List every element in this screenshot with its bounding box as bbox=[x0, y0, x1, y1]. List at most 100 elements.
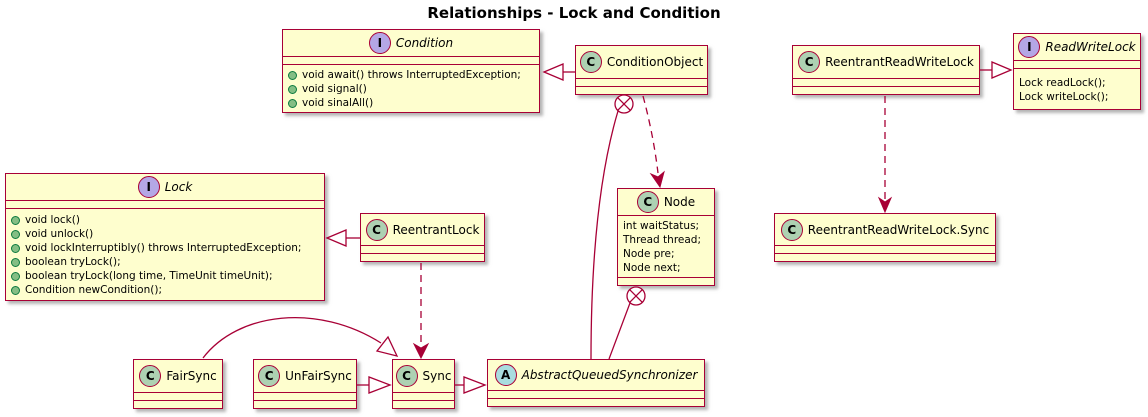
method-row: boolean tryLock(); bbox=[11, 255, 319, 269]
method-row: void await() throws InterruptedException… bbox=[288, 68, 534, 82]
class-icon: C bbox=[258, 365, 281, 387]
diagram-title: Relationships - Lock and Condition bbox=[427, 4, 721, 22]
edge-reentrantreadwritelock-depends-rrwlsync bbox=[877, 96, 893, 214]
public-visibility-icon bbox=[11, 229, 20, 239]
edge-reentrantreadwritelock-realizes-readwritelock bbox=[980, 61, 1013, 79]
interface-icon: I bbox=[1018, 36, 1041, 58]
methods-compartment-empty bbox=[618, 277, 714, 285]
class-header: C ConditionObject bbox=[576, 46, 707, 78]
class-header: I Lock bbox=[6, 174, 324, 200]
class-name: ReentrantLock bbox=[392, 222, 480, 237]
field-row: Thread thread; bbox=[623, 234, 702, 246]
class-name: UnFairSync bbox=[285, 369, 352, 383]
class-box-conditionobject: C ConditionObject bbox=[575, 45, 708, 95]
methods-compartment: void await() throws InterruptedException… bbox=[283, 64, 539, 112]
public-visibility-icon bbox=[288, 70, 297, 80]
class-name: ConditionObject bbox=[606, 55, 704, 69]
public-visibility-icon bbox=[288, 84, 297, 94]
edge-unfairsync-extends-sync bbox=[357, 376, 392, 394]
class-name: AbstractQueuedSynchronizer bbox=[521, 368, 698, 382]
edge-sync-extends-aqs bbox=[455, 376, 487, 394]
class-icon: C bbox=[780, 218, 803, 241]
class-icon: C bbox=[139, 365, 162, 387]
public-visibility-icon bbox=[11, 257, 20, 267]
methods-compartment: void lock() void unlock() void lockInter… bbox=[6, 208, 324, 300]
methods-compartment-empty bbox=[393, 400, 454, 408]
fields-compartment-empty bbox=[283, 56, 539, 64]
class-header: C ReentrantReadWriteLock bbox=[793, 46, 979, 78]
field-row: Node pre; bbox=[623, 248, 675, 260]
method-row: boolean tryLock(long time, TimeUnit time… bbox=[11, 269, 319, 283]
edge-conditionobject-depends-node bbox=[642, 95, 665, 189]
class-header: C ReentrantReadWriteLock.Sync bbox=[775, 214, 995, 245]
class-name: ReentrantReadWriteLock bbox=[825, 55, 974, 69]
edge-node-inner-of-aqs bbox=[608, 286, 646, 360]
edge-reentrantlock-depends-sync bbox=[412, 263, 430, 360]
class-name: ReentrantReadWriteLock.Sync bbox=[807, 222, 990, 237]
method-row: Lock writeLock(); bbox=[1019, 90, 1109, 103]
class-header: I ReadWriteLock bbox=[1014, 34, 1140, 60]
class-name: Lock bbox=[164, 180, 193, 194]
fields-compartment-empty bbox=[775, 245, 995, 253]
class-header: I Condition bbox=[283, 30, 539, 56]
fields-compartment-empty bbox=[361, 245, 484, 253]
class-box-unfairsync: C UnFairSync bbox=[253, 359, 357, 409]
class-name: Sync bbox=[422, 369, 452, 383]
method-row: void signal() bbox=[288, 82, 534, 96]
methods-compartment-empty bbox=[793, 86, 979, 94]
edge-fairsync-extends-sync bbox=[202, 317, 399, 359]
class-header: A AbstractQueuedSynchronizer bbox=[488, 360, 704, 390]
fields-compartment: int waitStatus; Thread thread; Node pre;… bbox=[618, 215, 714, 277]
class-header: C FairSync bbox=[134, 360, 222, 392]
methods-compartment-empty bbox=[254, 400, 356, 408]
class-box-abstractqueuedsynchronizer: A AbstractQueuedSynchronizer bbox=[487, 359, 705, 407]
method-row: void lock() bbox=[11, 213, 319, 227]
fields-compartment-empty bbox=[393, 392, 454, 400]
method-row: Lock readLock(); bbox=[1019, 76, 1106, 89]
fields-compartment-empty bbox=[576, 78, 707, 86]
class-icon: C bbox=[798, 51, 821, 73]
class-header: C Node bbox=[618, 189, 714, 215]
class-box-lock: I Lock void lock() void unlock() void lo… bbox=[5, 173, 325, 301]
class-name: Node bbox=[663, 195, 696, 209]
abstract-class-icon: A bbox=[494, 364, 517, 386]
class-header: C UnFairSync bbox=[254, 360, 356, 392]
class-icon: C bbox=[579, 51, 602, 73]
class-name: ReadWriteLock bbox=[1045, 40, 1136, 54]
fields-compartment-empty bbox=[134, 392, 222, 400]
class-icon: C bbox=[365, 218, 388, 241]
fields-compartment-empty bbox=[6, 200, 324, 208]
class-header: C Sync bbox=[393, 360, 454, 392]
methods-compartment-empty bbox=[775, 253, 995, 261]
class-box-readwritelock: I ReadWriteLock Lock readLock(); Lock wr… bbox=[1013, 33, 1141, 110]
public-visibility-icon bbox=[11, 215, 20, 225]
public-visibility-icon bbox=[11, 285, 20, 295]
method-row: void unlock() bbox=[11, 227, 319, 241]
fields-compartment-empty bbox=[254, 392, 356, 400]
public-visibility-icon bbox=[288, 98, 297, 108]
class-box-reentrantlock: C ReentrantLock bbox=[360, 213, 485, 262]
class-icon: C bbox=[636, 191, 659, 213]
fields-compartment-empty bbox=[1014, 60, 1140, 68]
methods-compartment-empty bbox=[134, 400, 222, 408]
class-header: C ReentrantLock bbox=[361, 214, 484, 245]
class-icon: C bbox=[395, 365, 418, 387]
public-visibility-icon bbox=[11, 243, 20, 253]
field-row: Node next; bbox=[623, 262, 681, 274]
fields-compartment-empty bbox=[488, 390, 704, 398]
interface-icon: I bbox=[137, 176, 160, 198]
methods-compartment-empty bbox=[576, 86, 707, 94]
field-row: int waitStatus; bbox=[623, 220, 700, 232]
class-box-sync: C Sync bbox=[392, 359, 455, 409]
class-box-reentrantreadwritelock-sync: C ReentrantReadWriteLock.Sync bbox=[774, 213, 996, 262]
class-box-reentrantreadwritelock: C ReentrantReadWriteLock bbox=[792, 45, 980, 95]
method-row: void lockInterruptibly() throws Interrup… bbox=[11, 241, 319, 255]
class-box-node: C Node int waitStatus; Thread thread; No… bbox=[617, 188, 715, 286]
class-box-fairsync: C FairSync bbox=[133, 359, 223, 409]
fields-compartment-empty bbox=[793, 78, 979, 86]
method-row: Condition newCondition(); bbox=[11, 283, 319, 297]
edge-reentrantlock-realizes-lock bbox=[325, 229, 360, 247]
class-name: Condition bbox=[395, 36, 454, 50]
methods-compartment: Lock readLock(); Lock writeLock(); bbox=[1014, 68, 1140, 109]
